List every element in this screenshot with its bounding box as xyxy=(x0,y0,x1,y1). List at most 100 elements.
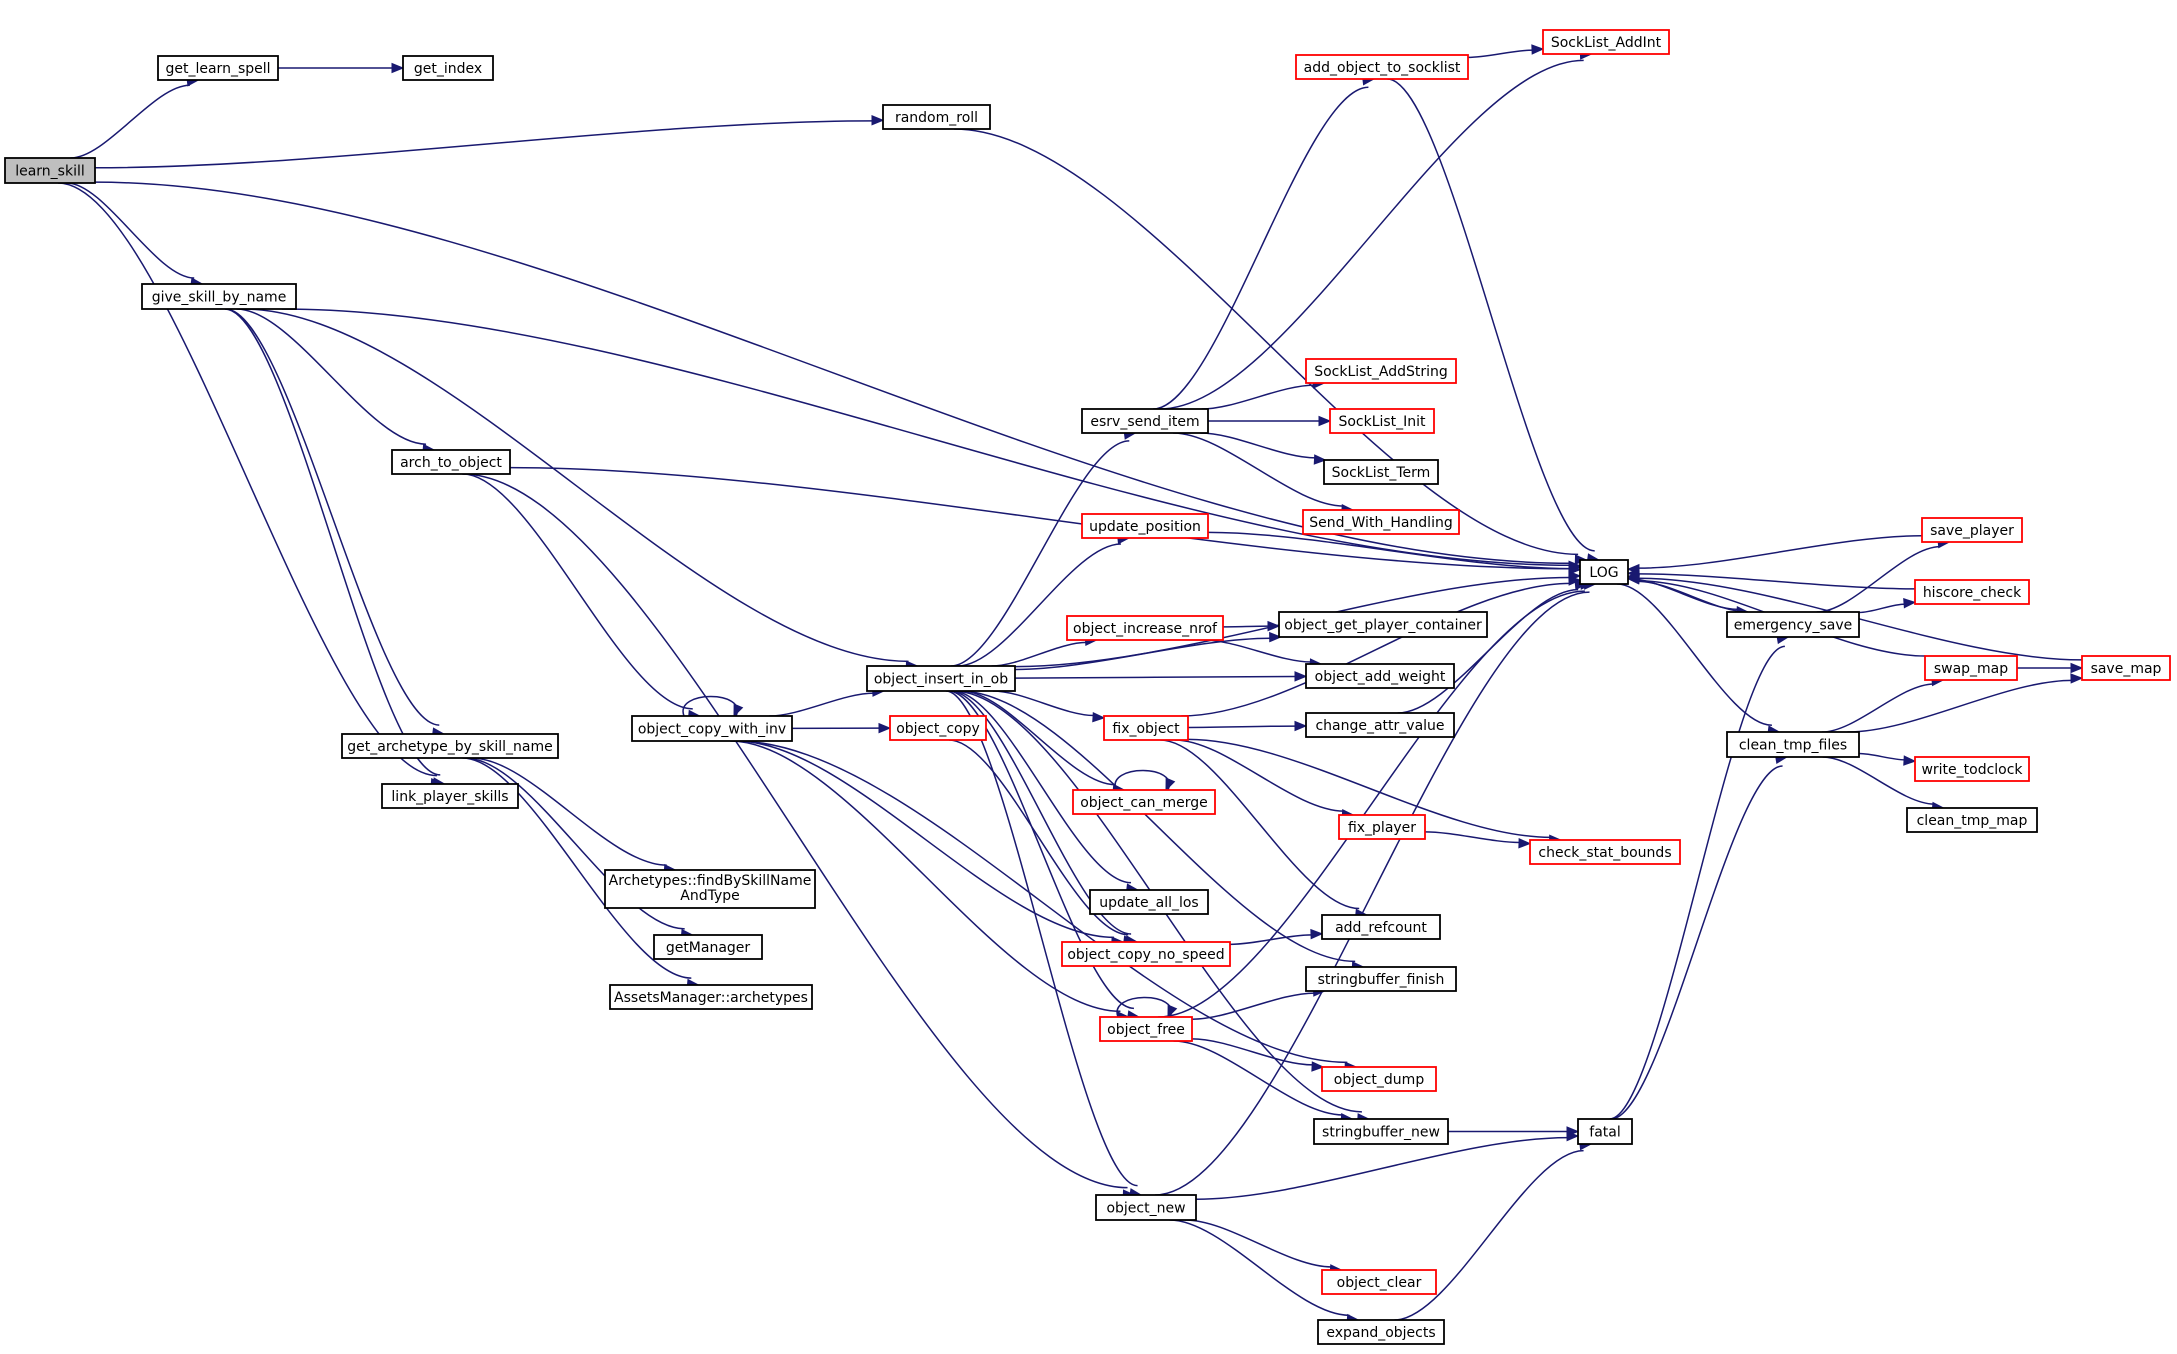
edge-line xyxy=(94,181,1571,565)
node-object-clear[interactable]: object_clear xyxy=(1321,1269,1437,1295)
edge-object-free-to-object-free xyxy=(1116,996,1178,1019)
node-box xyxy=(1081,408,1209,434)
edge-clean-tmp-files-to-write-todclock xyxy=(1858,752,1917,766)
node-update-all-los[interactable]: update_all_los xyxy=(1089,889,1209,915)
node-get-index[interactable]: get_index xyxy=(402,55,494,81)
edge-line xyxy=(1191,992,1315,1020)
node-send-with-handling[interactable]: Send_With_Handling xyxy=(1302,509,1460,535)
node-socklist-init[interactable]: SockList_Init xyxy=(1329,408,1435,434)
edge-arrowhead xyxy=(1267,620,1281,632)
node-label: swap_map xyxy=(1934,661,2008,677)
node-give-skill-by-name[interactable]: give_skill_by_name xyxy=(141,283,297,310)
node-object-increase-nrof[interactable]: object_increase_nrof xyxy=(1066,615,1224,641)
node-random-roll[interactable]: random_roll xyxy=(882,104,991,130)
node-save-map[interactable]: save_map xyxy=(2081,655,2171,681)
node-box xyxy=(1906,807,2038,833)
edge-line xyxy=(1200,432,1316,459)
edge-arrowhead xyxy=(871,115,885,126)
edge-line xyxy=(1387,78,1595,552)
node-object-can-merge[interactable]: object_can_merge xyxy=(1072,789,1216,815)
node-esrv-send-item[interactable]: esrv_send_item xyxy=(1081,408,1209,434)
edge-object-new-to-object-clear xyxy=(1185,1219,1343,1275)
node-fatal[interactable]: fatal xyxy=(1577,1118,1633,1145)
node-write-todclock[interactable]: write_todclock xyxy=(1914,756,2030,782)
edge-line xyxy=(1637,577,2083,661)
node-fix-object[interactable]: fix_object xyxy=(1103,715,1189,741)
node-socklist-addint[interactable]: SockList_AddInt xyxy=(1542,29,1670,55)
node-object-free[interactable]: object_free xyxy=(1099,1016,1193,1042)
node-clean-tmp-files[interactable]: clean_tmp_files xyxy=(1726,731,1860,758)
node-get-learn-spell[interactable]: get_learn_spell xyxy=(157,55,279,81)
node-socklist-addstring[interactable]: SockList_AddString xyxy=(1305,358,1457,384)
node-getmanager[interactable]: getManager xyxy=(653,934,763,960)
node-add-object-to-socklist[interactable]: add_object_to_socklist xyxy=(1295,54,1469,80)
node-label: save_player xyxy=(1930,523,2014,539)
node-label: object_copy xyxy=(896,721,980,737)
node-fix-player[interactable]: fix_player xyxy=(1338,814,1426,840)
edge-object-insert-in-ob-to-object-can-merge xyxy=(961,690,1126,795)
node-label: arch_to_object xyxy=(400,455,502,471)
edge-arrowhead xyxy=(1903,597,1917,609)
edge-line xyxy=(1207,531,1571,570)
edge-learn-skill-to-give-skill-by-name xyxy=(66,182,204,288)
edge-add-object-to-socklist-to-log xyxy=(1387,78,1601,564)
edge-line xyxy=(1858,752,1906,761)
node-box xyxy=(631,715,793,742)
edge-line xyxy=(1195,1136,1569,1200)
node-stringbuffer-finish[interactable]: stringbuffer_finish xyxy=(1305,966,1457,992)
edge-object-insert-in-ob-to-fix-object xyxy=(992,690,1106,723)
node-label: SockList_AddString xyxy=(1314,364,1448,380)
node-object-copy[interactable]: object_copy xyxy=(889,715,987,741)
edge-object-copy-with-inv-to-object-copy xyxy=(791,722,892,734)
edge-arrowhead xyxy=(391,62,405,74)
node-clean-tmp-map[interactable]: clean_tmp_map xyxy=(1906,807,2038,833)
node-emergency-save[interactable]: emergency_save xyxy=(1726,611,1860,638)
node-label: Archetypes::findBySkillName xyxy=(609,873,812,889)
edge-line xyxy=(1822,756,1935,805)
node-object-get-player-container[interactable]: object_get_player_container xyxy=(1278,611,1488,638)
edge-line xyxy=(1637,534,1923,569)
node-object-copy-no-speed[interactable]: object_copy_no_speed xyxy=(1061,941,1231,967)
node-link-player-skills[interactable]: link_player_skills xyxy=(381,783,519,809)
node-box xyxy=(889,715,987,741)
node-swap-map[interactable]: swap_map xyxy=(1924,655,2018,681)
node-log[interactable]: LOG xyxy=(1579,559,1629,585)
node-add-refcount[interactable]: add_refcount xyxy=(1321,914,1441,940)
edge-line xyxy=(1174,739,1345,812)
node-box xyxy=(653,934,763,960)
node-box xyxy=(1726,611,1860,638)
node-hiscore-check[interactable]: hiscore_check xyxy=(1914,579,2030,605)
node-get-archetype-by-skill-name[interactable]: get_archetype_by_skill_name xyxy=(341,733,559,759)
edge-line xyxy=(950,690,1132,935)
edge-log-to-clean-tmp-files xyxy=(1617,583,1781,736)
node-arch-to-object[interactable]: arch_to_object xyxy=(391,449,511,475)
node-label: esrv_send_item xyxy=(1090,414,1199,430)
node-label: random_roll xyxy=(895,110,978,126)
node-box xyxy=(1295,54,1469,80)
node-object-insert-in-ob[interactable]: object_insert_in_ob xyxy=(866,665,1016,692)
edge-line xyxy=(736,740,1115,939)
node-object-new[interactable]: object_new xyxy=(1095,1194,1197,1221)
edge-line xyxy=(1187,738,1551,839)
edge-line xyxy=(735,740,1348,1064)
node-change-attr-value[interactable]: change_attr_value xyxy=(1305,712,1455,738)
edge-object-increase-nrof-to-object-get-player-container xyxy=(1222,620,1281,632)
node-expand-objects[interactable]: expand_objects xyxy=(1317,1319,1445,1345)
node-object-dump[interactable]: object_dump xyxy=(1321,1066,1437,1092)
edge-object-insert-in-ob-to-object-get-player-container xyxy=(1014,631,1283,671)
node-socklist-term[interactable]: SockList_Term xyxy=(1323,459,1439,485)
node-stringbuffer-new[interactable]: stringbuffer_new xyxy=(1313,1118,1449,1145)
edge-line xyxy=(1181,582,1571,717)
node-learn-skill[interactable]: learn_skill xyxy=(4,157,96,184)
node-update-position[interactable]: update_position xyxy=(1081,513,1209,539)
node-archetypes[interactable]: AssetsManager::archetypes xyxy=(609,984,813,1010)
node-check-stat-bounds[interactable]: check_stat_bounds xyxy=(1529,839,1681,865)
node-label: emergency_save xyxy=(1734,618,1853,634)
node-save-player[interactable]: save_player xyxy=(1921,517,2023,543)
node-label: getManager xyxy=(666,940,751,956)
node-object-add-weight[interactable]: object_add_weight xyxy=(1305,663,1455,689)
edge-line xyxy=(1185,1219,1332,1268)
node-object-copy-with-inv[interactable]: object_copy_with_inv xyxy=(631,715,793,742)
edge-clean-tmp-files-to-swap-map xyxy=(1822,675,1945,733)
